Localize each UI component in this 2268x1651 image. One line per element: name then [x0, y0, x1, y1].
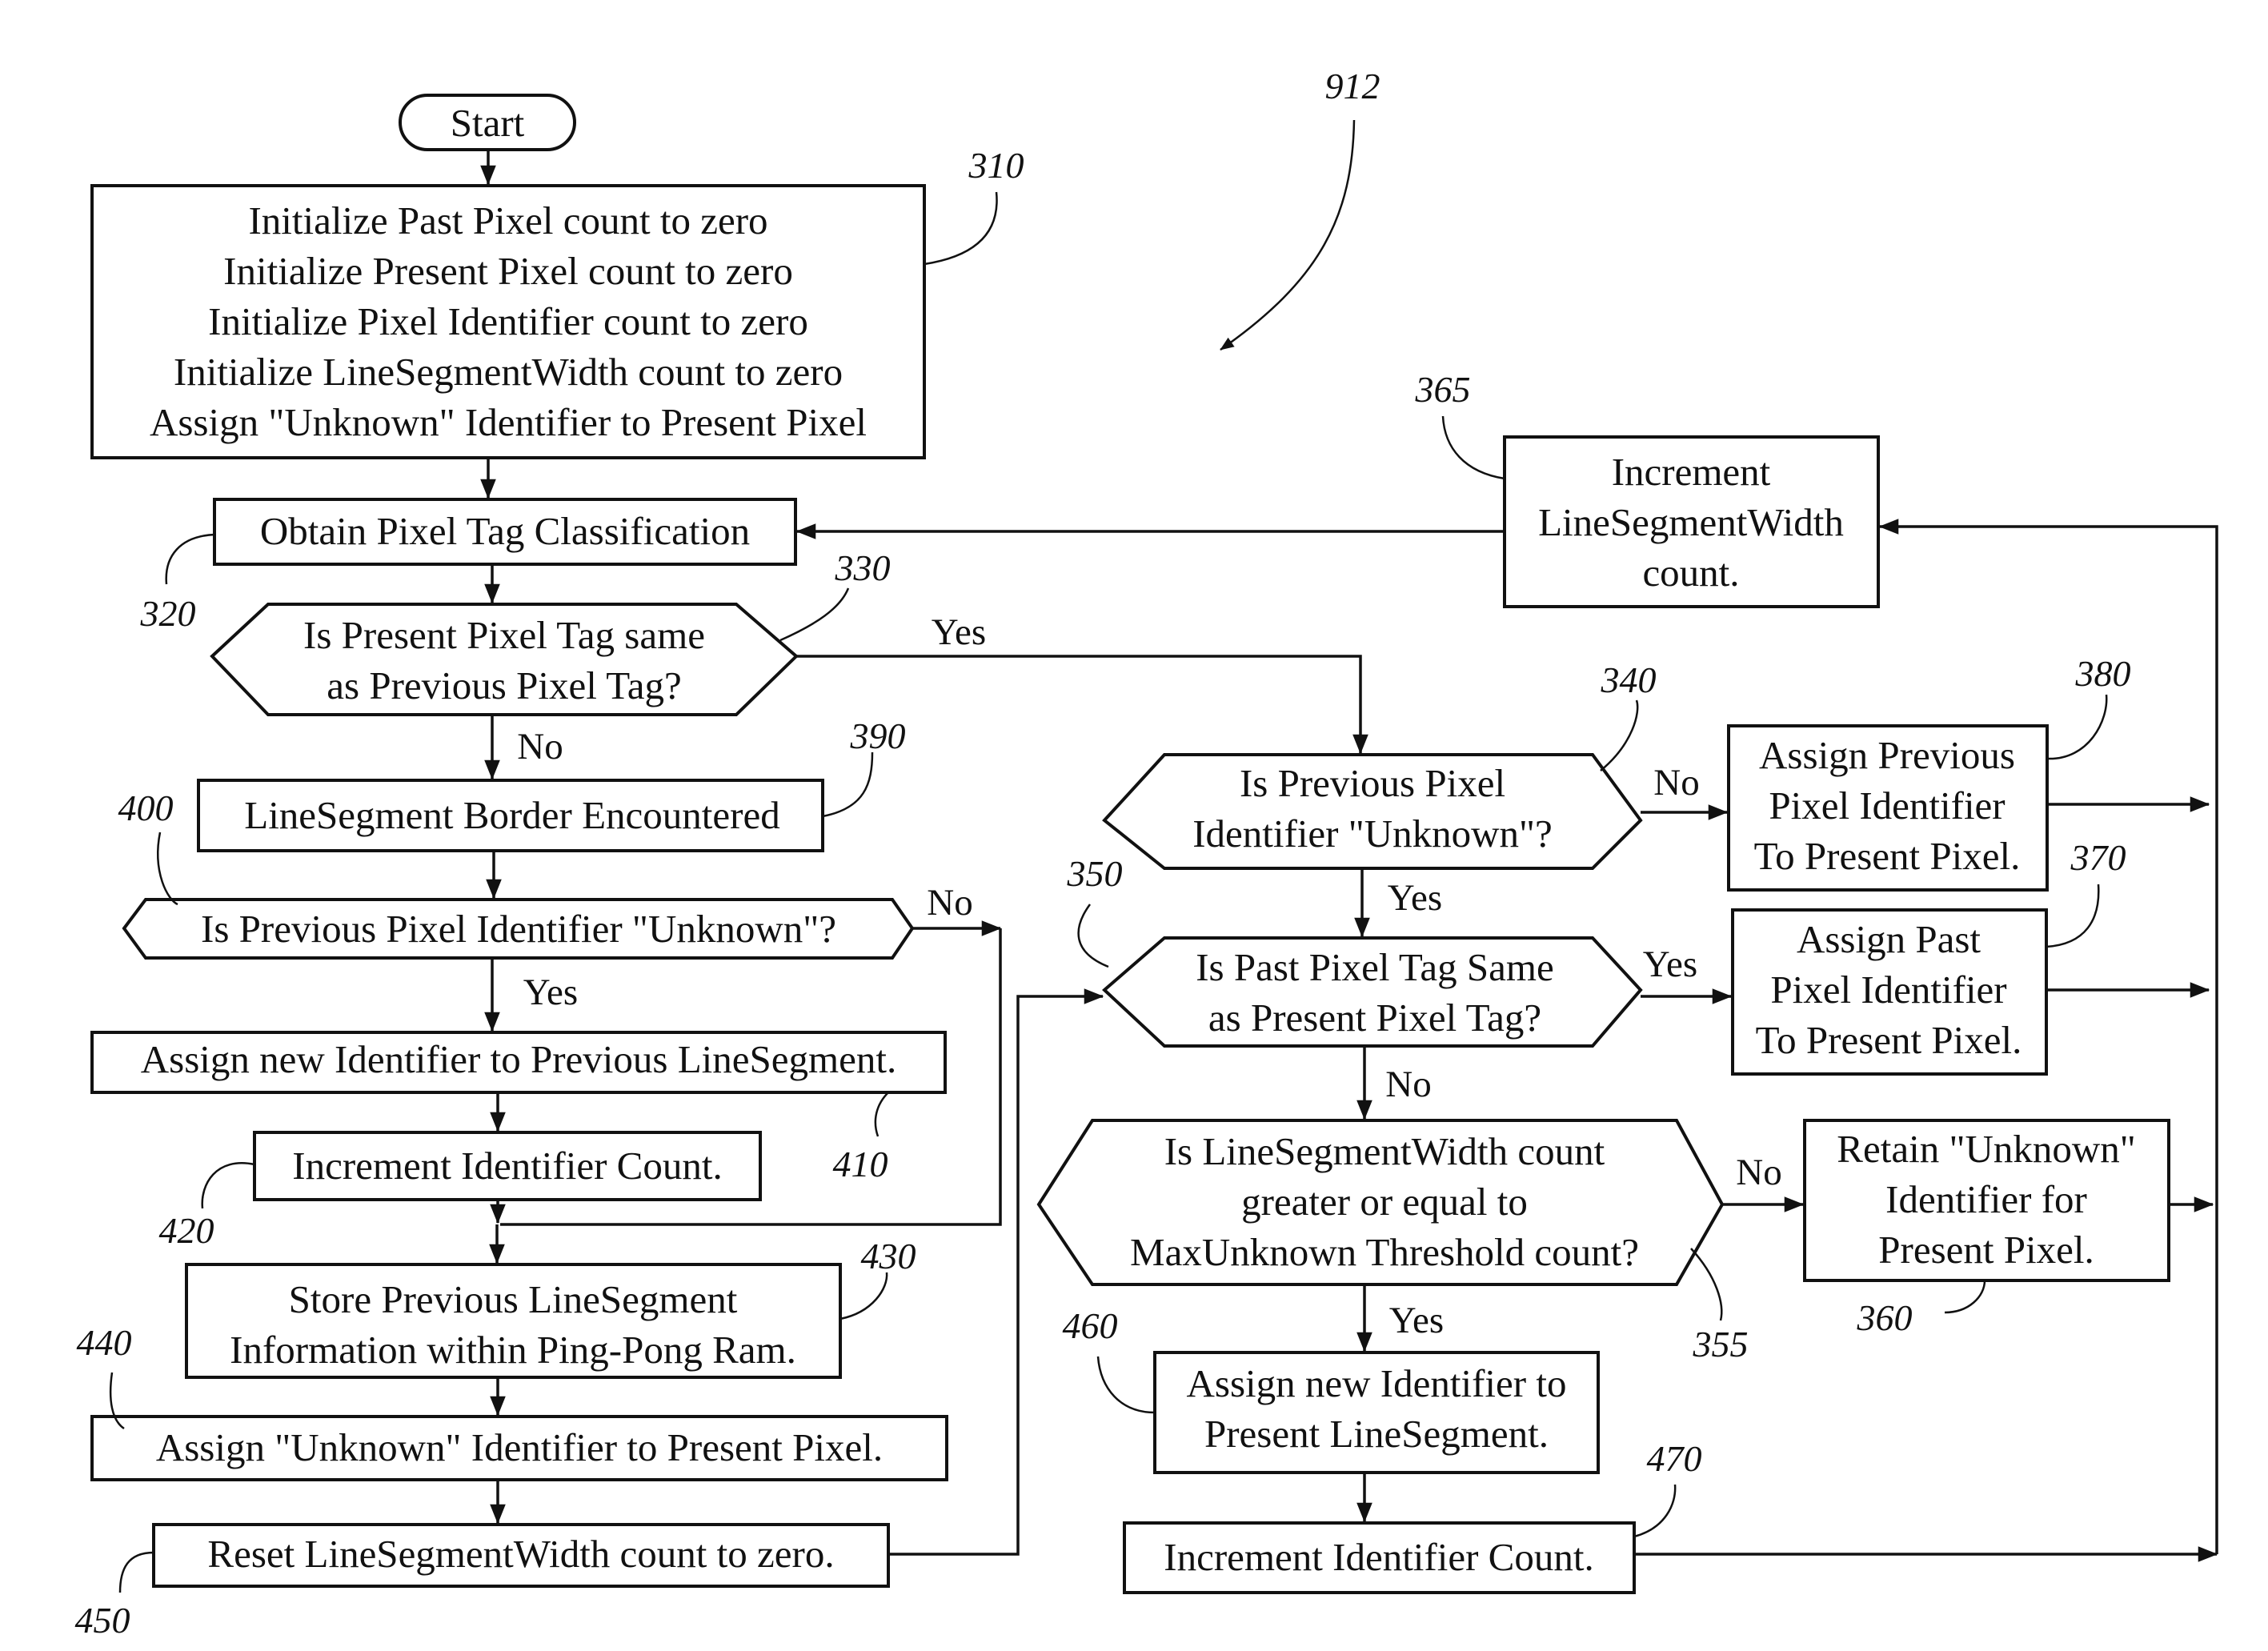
decision-400-line-1: Is Previous Pixel Identifier "Unknown"? [201, 907, 836, 951]
figure-ref-label: 912 [1325, 66, 1380, 106]
box-440-line-1: Assign "Unknown" Identifier to Present P… [156, 1425, 883, 1469]
box-380-line-1: Assign Previous [1759, 733, 2015, 777]
decision-350-line-2: as Present Pixel Tag? [1208, 996, 1541, 1040]
ref-380: 380 [2075, 653, 2131, 694]
box-470-line-1: Increment Identifier Count. [1164, 1535, 1593, 1579]
ref-330: 330 [835, 547, 891, 588]
box-310-line-5: Assign "Unknown" Identifier to Present P… [150, 400, 867, 444]
box-420-line-1: Increment Identifier Count. [292, 1144, 722, 1188]
ref-420: 420 [159, 1210, 214, 1251]
box-450-line-1: Reset LineSegmentWidth count to zero. [207, 1532, 834, 1576]
box-360-line-2: Identifier for [1885, 1177, 2087, 1221]
decision-350 [1102, 936, 1643, 1048]
ref-370: 370 [2070, 837, 2126, 878]
branch-355-yes: Yes [1389, 1300, 1444, 1341]
ref-360: 360 [1857, 1297, 1913, 1338]
ref-365: 365 [1415, 369, 1471, 410]
box-360 [1803, 1119, 2170, 1282]
box-440 [90, 1415, 948, 1481]
box-380 [1727, 724, 2049, 892]
decision-355-line-1: Is LineSegmentWidth count [1164, 1129, 1605, 1173]
flow-connectors [480, 150, 2218, 1562]
box-420 [253, 1131, 762, 1201]
box-370-line-1: Assign Past [1797, 917, 1981, 961]
box-380-line-3: To Present Pixel. [1754, 834, 2021, 878]
branch-330-no: No [517, 726, 563, 767]
branch-350-no: No [1385, 1064, 1431, 1105]
box-430-line-2: Information within Ping-Pong Ram. [230, 1328, 796, 1372]
box-365 [1503, 435, 1880, 608]
box-360-line-3: Present Pixel. [1878, 1228, 2094, 1272]
ref-355: 355 [1693, 1324, 1749, 1364]
box-410-line-1: Assign new Identifier to Previous LineSe… [141, 1037, 896, 1081]
ref-350: 350 [1067, 853, 1123, 894]
decision-355-line-2: greater or equal to [1241, 1180, 1528, 1224]
box-320 [213, 498, 797, 566]
ref-320: 320 [140, 593, 196, 634]
box-370 [1731, 908, 2048, 1076]
branch-400-no: No [927, 882, 972, 924]
ref-440: 440 [77, 1322, 132, 1363]
box-370-line-2: Pixel Identifier [1770, 968, 2006, 1012]
branch-340-yes: Yes [1388, 877, 1442, 919]
ref-400: 400 [118, 787, 174, 828]
box-430 [185, 1263, 842, 1379]
box-310-line-4: Initialize LineSegmentWidth count to zer… [174, 350, 843, 394]
ref-430: 430 [861, 1236, 916, 1276]
branch-330-yes: Yes [932, 611, 986, 653]
figure-ref-leader [1220, 119, 1356, 351]
ref-310: 310 [968, 145, 1024, 186]
ref-390: 390 [850, 715, 906, 756]
decision-340-line-2: Identifier "Unknown"? [1192, 811, 1553, 856]
box-320-line-1: Obtain Pixel Tag Classification [260, 509, 750, 553]
decision-340 [1102, 753, 1643, 870]
ref-340: 340 [1601, 659, 1657, 700]
decision-330-line-1: Is Present Pixel Tag same [303, 613, 705, 657]
ref-410: 410 [833, 1144, 888, 1184]
box-460-line-1: Assign new Identifier to [1187, 1361, 1567, 1405]
ref-450: 450 [75, 1600, 130, 1641]
branch-355-no: No [1736, 1152, 1781, 1193]
box-365-line-3: count. [1642, 551, 1739, 595]
reference-leaders [109, 191, 2108, 1593]
box-430-line-1: Store Previous LineSegment [289, 1277, 738, 1321]
box-310-line-1: Initialize Past Pixel count to zero [248, 198, 767, 242]
box-310 [90, 184, 926, 459]
box-310-line-2: Initialize Present Pixel count to zero [223, 249, 793, 293]
box-365-line-2: LineSegmentWidth [1538, 500, 1844, 544]
ref-470: 470 [1647, 1438, 1702, 1479]
box-390 [197, 779, 824, 852]
decision-350-line-1: Is Past Pixel Tag Same [1196, 945, 1554, 989]
branch-340-no: No [1653, 762, 1699, 803]
branch-400-yes: Yes [523, 972, 578, 1013]
box-365-line-1: Increment [1612, 450, 1771, 494]
box-380-line-2: Pixel Identifier [1769, 783, 2005, 828]
box-460-line-2: Present LineSegment. [1204, 1412, 1549, 1456]
ref-460: 460 [1063, 1305, 1118, 1346]
box-410 [90, 1031, 947, 1094]
box-360-line-1: Retain "Unknown" [1837, 1127, 2135, 1171]
box-390-line-1: LineSegment Border Encountered [244, 793, 779, 837]
box-370-line-3: To Present Pixel. [1756, 1018, 2022, 1062]
box-460 [1153, 1351, 1600, 1474]
box-470 [1123, 1521, 1636, 1594]
start-label: Start [451, 101, 525, 145]
decision-330-line-2: as Previous Pixel Tag? [327, 663, 681, 707]
box-310-line-3: Initialize Pixel Identifier count to zer… [208, 299, 808, 343]
decision-340-line-1: Is Previous Pixel [1240, 761, 1505, 805]
decision-355-line-3: MaxUnknown Threshold count? [1130, 1230, 1639, 1274]
branch-350-yes: Yes [1643, 944, 1697, 985]
